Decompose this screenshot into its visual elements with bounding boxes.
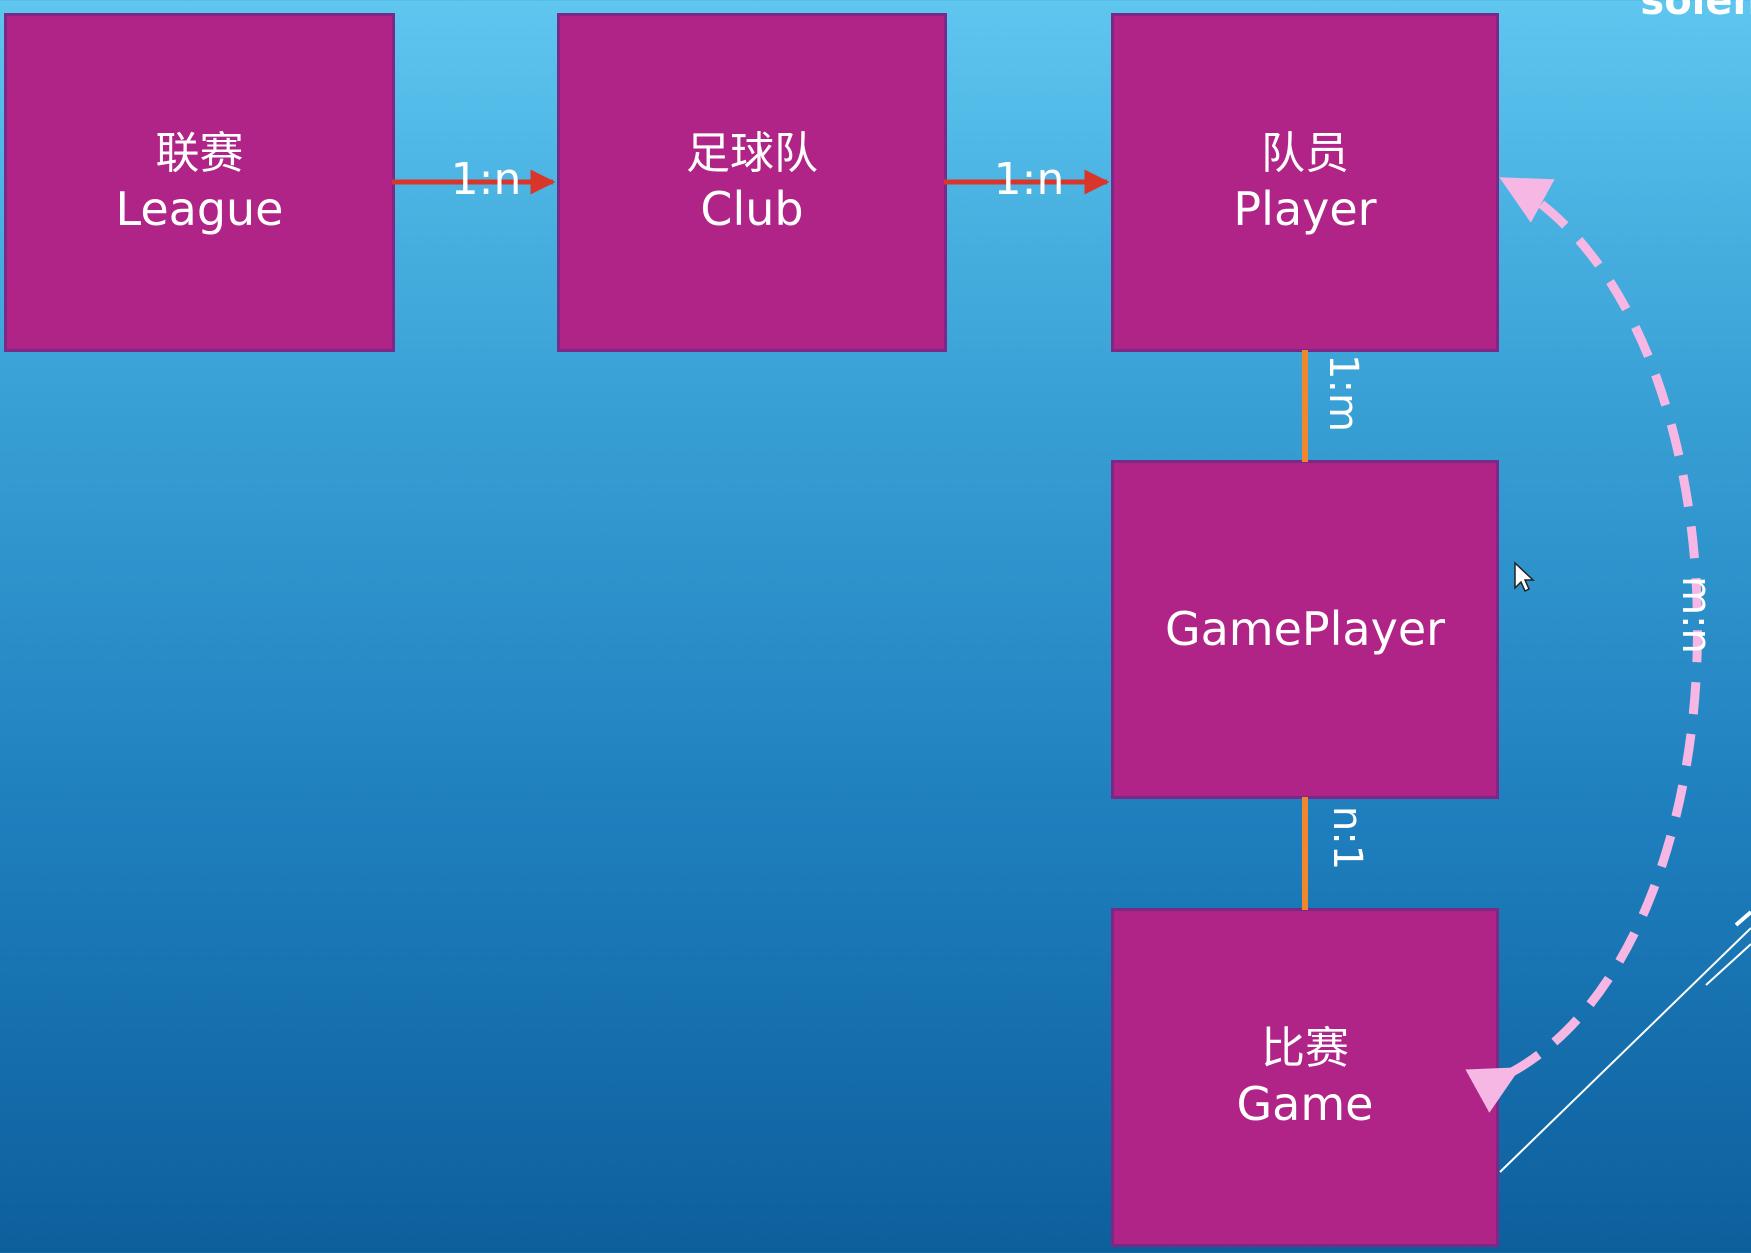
entity-game-en-label: Game [1236,1077,1374,1132]
decorative-line-1 [1499,927,1751,1173]
relation-label-league-club: 1:n [451,154,522,205]
entity-box-league[interactable]: 联赛 League [4,13,395,352]
entity-league-zh-label: 联赛 [155,128,244,180]
entity-player-en-label: Player [1233,182,1377,237]
entity-box-game[interactable]: 比赛 Game [1111,908,1499,1247]
corner-watermark-text: solen [1640,0,1751,24]
entity-club-en-label: Club [700,182,804,237]
entity-gameplayer-label: GamePlayer [1164,601,1446,656]
relation-label-club-player: 1:n [994,154,1065,205]
entity-club-zh-label: 足球队 [686,128,818,180]
relation-arc-player-game [1465,177,1702,1113]
entity-box-gameplayer[interactable]: GamePlayer [1111,460,1499,799]
relation-label-gameplayer-game: n:1 [1324,806,1370,870]
relation-label-player-gameplayer: 1:m [1320,354,1366,432]
relation-label-player-game: m:n [1673,576,1719,654]
entity-player-zh-label: 队员 [1261,128,1349,180]
entity-league-en-label: League [115,182,284,237]
entity-game-zh-label: 比赛 [1261,1023,1349,1075]
decorative-line-2 [1705,943,1751,986]
mouse-pointer-icon [1514,561,1535,593]
entity-box-club[interactable]: 足球队 Club [557,13,947,352]
entity-box-player[interactable]: 队员 Player [1111,13,1499,352]
decorative-line-3 [1734,910,1751,927]
